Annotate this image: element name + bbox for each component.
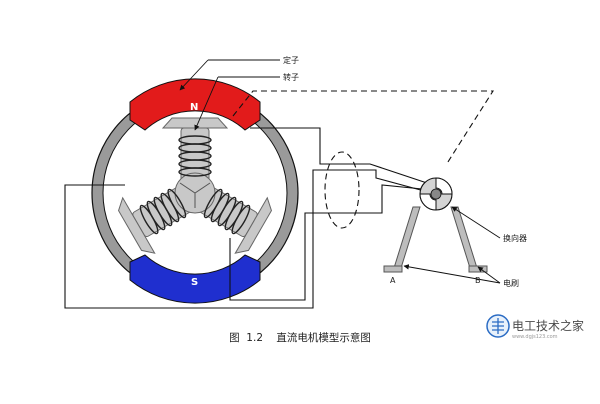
brush-a-label: A [390,276,396,285]
commutator [419,177,453,211]
south-pole [129,254,261,304]
stator-label: 定子 [283,55,299,65]
rotor-coil-right [139,188,187,235]
rotor-hub [179,182,211,208]
brush-b [450,206,488,273]
brush-b-label: B [475,276,481,285]
watermark-title: 电工技术之家 [512,318,584,333]
figure-caption: 图 1.2 直流电机模型示意图 [229,331,371,344]
north-pole [129,78,261,131]
rotor-label: 转子 [283,72,299,82]
watermark-logo: 电工技术之家 www.dgjs123.com [486,314,584,340]
commutator-label: 换向器 [503,233,527,243]
leader-lines [179,59,501,284]
armature-dashed-lines [232,90,495,229]
brush-label: 电刷 [503,278,519,288]
rotor-coil-top [178,135,212,177]
brush-a [383,206,421,273]
pole-n-label: N [190,102,198,113]
field-winding-wires [64,127,433,309]
rotor [118,117,272,254]
rotor-coil-left [203,188,251,235]
watermark-url: www.dgjs123.com [512,334,558,340]
pole-s-label: S [191,277,198,288]
